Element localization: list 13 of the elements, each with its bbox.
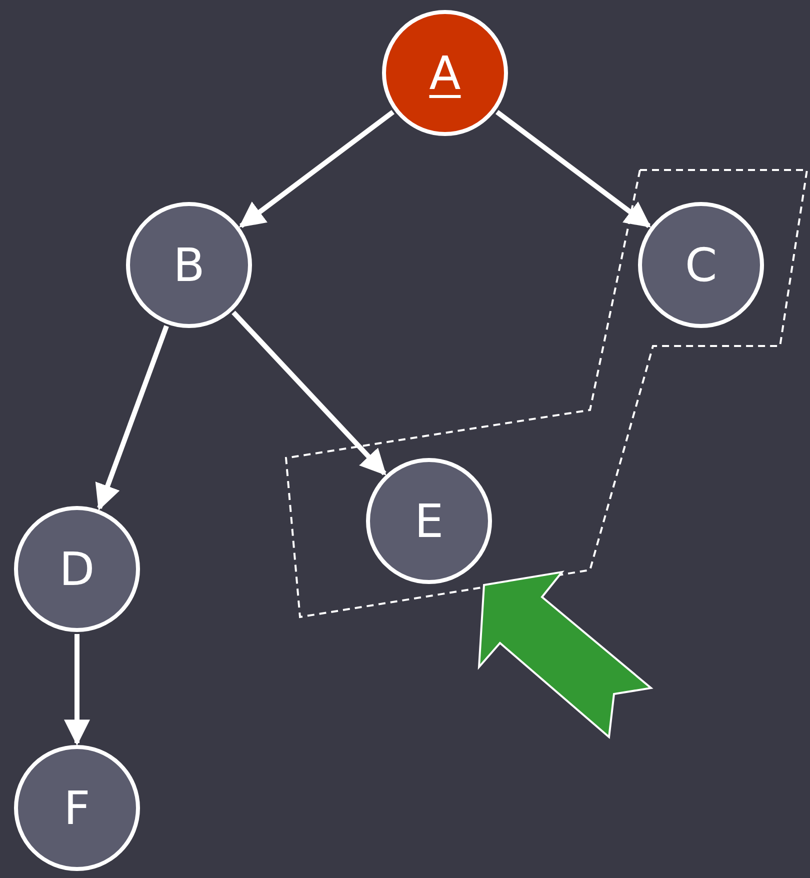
node-label: A	[429, 50, 461, 96]
node-label: C	[684, 242, 718, 288]
node-label: E	[414, 498, 444, 544]
arrow	[95, 325, 169, 510]
arrow	[496, 110, 652, 228]
arrow	[232, 310, 386, 476]
node-label: B	[173, 242, 205, 288]
node-label: F	[64, 785, 90, 831]
block-arrow	[478, 570, 654, 739]
node-label: D	[59, 546, 95, 592]
arrow	[64, 634, 90, 746]
arrow	[238, 110, 394, 228]
dashed-region	[284, 168, 810, 620]
